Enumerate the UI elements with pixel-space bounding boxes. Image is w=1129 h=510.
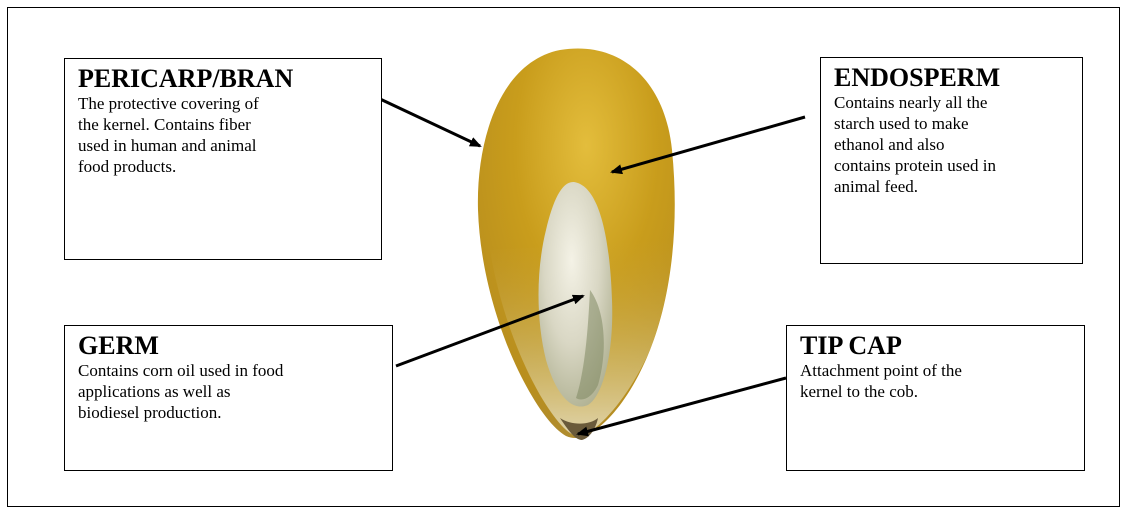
pericarp-line: The protective covering of (78, 93, 373, 114)
pericarp-line: used in human and animal (78, 135, 373, 156)
pericarp-line: food products. (78, 156, 373, 177)
endosperm-line: animal feed. (834, 176, 1074, 197)
endosperm-description: Contains nearly all the starch used to m… (834, 92, 1074, 197)
endosperm-line: Contains nearly all the (834, 92, 1074, 113)
pericarp-arrow (378, 98, 480, 146)
germ-line: Contains corn oil used in food (78, 360, 384, 381)
endosperm-line: starch used to make (834, 113, 1074, 134)
pericarp-line: the kernel. Contains fiber (78, 114, 373, 135)
pericarp-description: The protective covering of the kernel. C… (78, 93, 373, 177)
germ-description: Contains corn oil used in food applicati… (78, 360, 384, 423)
tipcap-title: TIP CAP (800, 332, 1076, 360)
endosperm-line: ethanol and also (834, 134, 1074, 155)
pericarp-title: PERICARP/BRAN (78, 65, 373, 93)
tipcap-label-box: TIP CAP Attachment point of the kernel t… (786, 325, 1085, 471)
endosperm-label-box: ENDOSPERM Contains nearly all the starch… (820, 57, 1083, 264)
endosperm-line: contains protein used in (834, 155, 1074, 176)
germ-title: GERM (78, 332, 384, 360)
germ-line: applications as well as (78, 381, 384, 402)
pericarp-label-box: PERICARP/BRAN The protective covering of… (64, 58, 382, 260)
tipcap-line: Attachment point of the (800, 360, 1076, 381)
tipcap-description: Attachment point of the kernel to the co… (800, 360, 1076, 402)
germ-line: biodiesel production. (78, 402, 384, 423)
tipcap-line: kernel to the cob. (800, 381, 1076, 402)
germ-label-box: GERM Contains corn oil used in food appl… (64, 325, 393, 471)
endosperm-title: ENDOSPERM (834, 64, 1074, 92)
